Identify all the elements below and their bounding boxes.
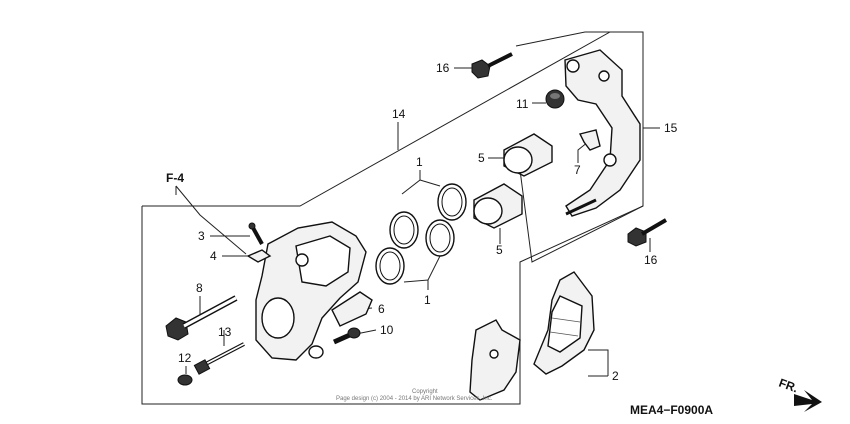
callout-1-upper: 1 — [416, 155, 423, 169]
callout-1-lower: 1 — [424, 293, 431, 307]
callout-15: 15 — [664, 121, 678, 135]
callout-7: 7 — [574, 163, 581, 177]
front-direction-arrow — [794, 390, 822, 412]
callout-14: 14 — [392, 107, 406, 121]
brake-pad-outer — [533, 271, 595, 375]
pin-bolt-8 — [165, 295, 238, 341]
pad-spring — [331, 291, 373, 327]
bracket-group-outline — [515, 31, 644, 263]
callout-5-lower: 5 — [496, 243, 503, 257]
pin-plug-12 — [177, 374, 193, 386]
retainer-clip — [578, 129, 601, 151]
callout-5-upper: 5 — [478, 151, 485, 165]
front-direction-label: FR. — [777, 376, 800, 396]
callout-11: 11 — [516, 97, 529, 111]
bleeder-valve — [248, 222, 264, 245]
callout-16-top: 16 — [436, 61, 450, 75]
callout-10: 10 — [380, 323, 394, 337]
callout-6: 6 — [378, 302, 385, 316]
callout-13: 13 — [218, 325, 232, 339]
bolt-16-top — [471, 52, 513, 79]
pad-pin-13 — [193, 342, 245, 375]
bolt-16-bottom — [627, 218, 668, 247]
piston-lower — [473, 183, 523, 229]
caliper-bracket — [564, 49, 641, 217]
bleeder-cap — [246, 249, 272, 263]
callout-8: 8 — [196, 281, 203, 295]
pad-screw-10 — [332, 327, 361, 345]
bracket-pin-boot — [545, 89, 565, 109]
copyright-line-1: Copyright — [412, 389, 438, 395]
copyright-line-2: Page design (c) 2004 - 2014 by ARI Netwo… — [336, 396, 493, 402]
callout-16-bottom: 16 — [644, 253, 658, 267]
callout-f4: F-4 — [166, 171, 184, 185]
piston-seals — [375, 183, 467, 285]
diagram-code: MEA4−F0900A — [630, 403, 713, 417]
piston-upper — [503, 133, 553, 177]
callout-4: 4 — [210, 249, 217, 263]
brake-pad-inner — [469, 319, 521, 401]
callout-12: 12 — [178, 351, 192, 365]
callout-3: 3 — [198, 229, 205, 243]
caliper-body — [255, 221, 367, 361]
callout-2: 2 — [612, 369, 619, 383]
caliper-assembly-outline — [141, 31, 644, 405]
